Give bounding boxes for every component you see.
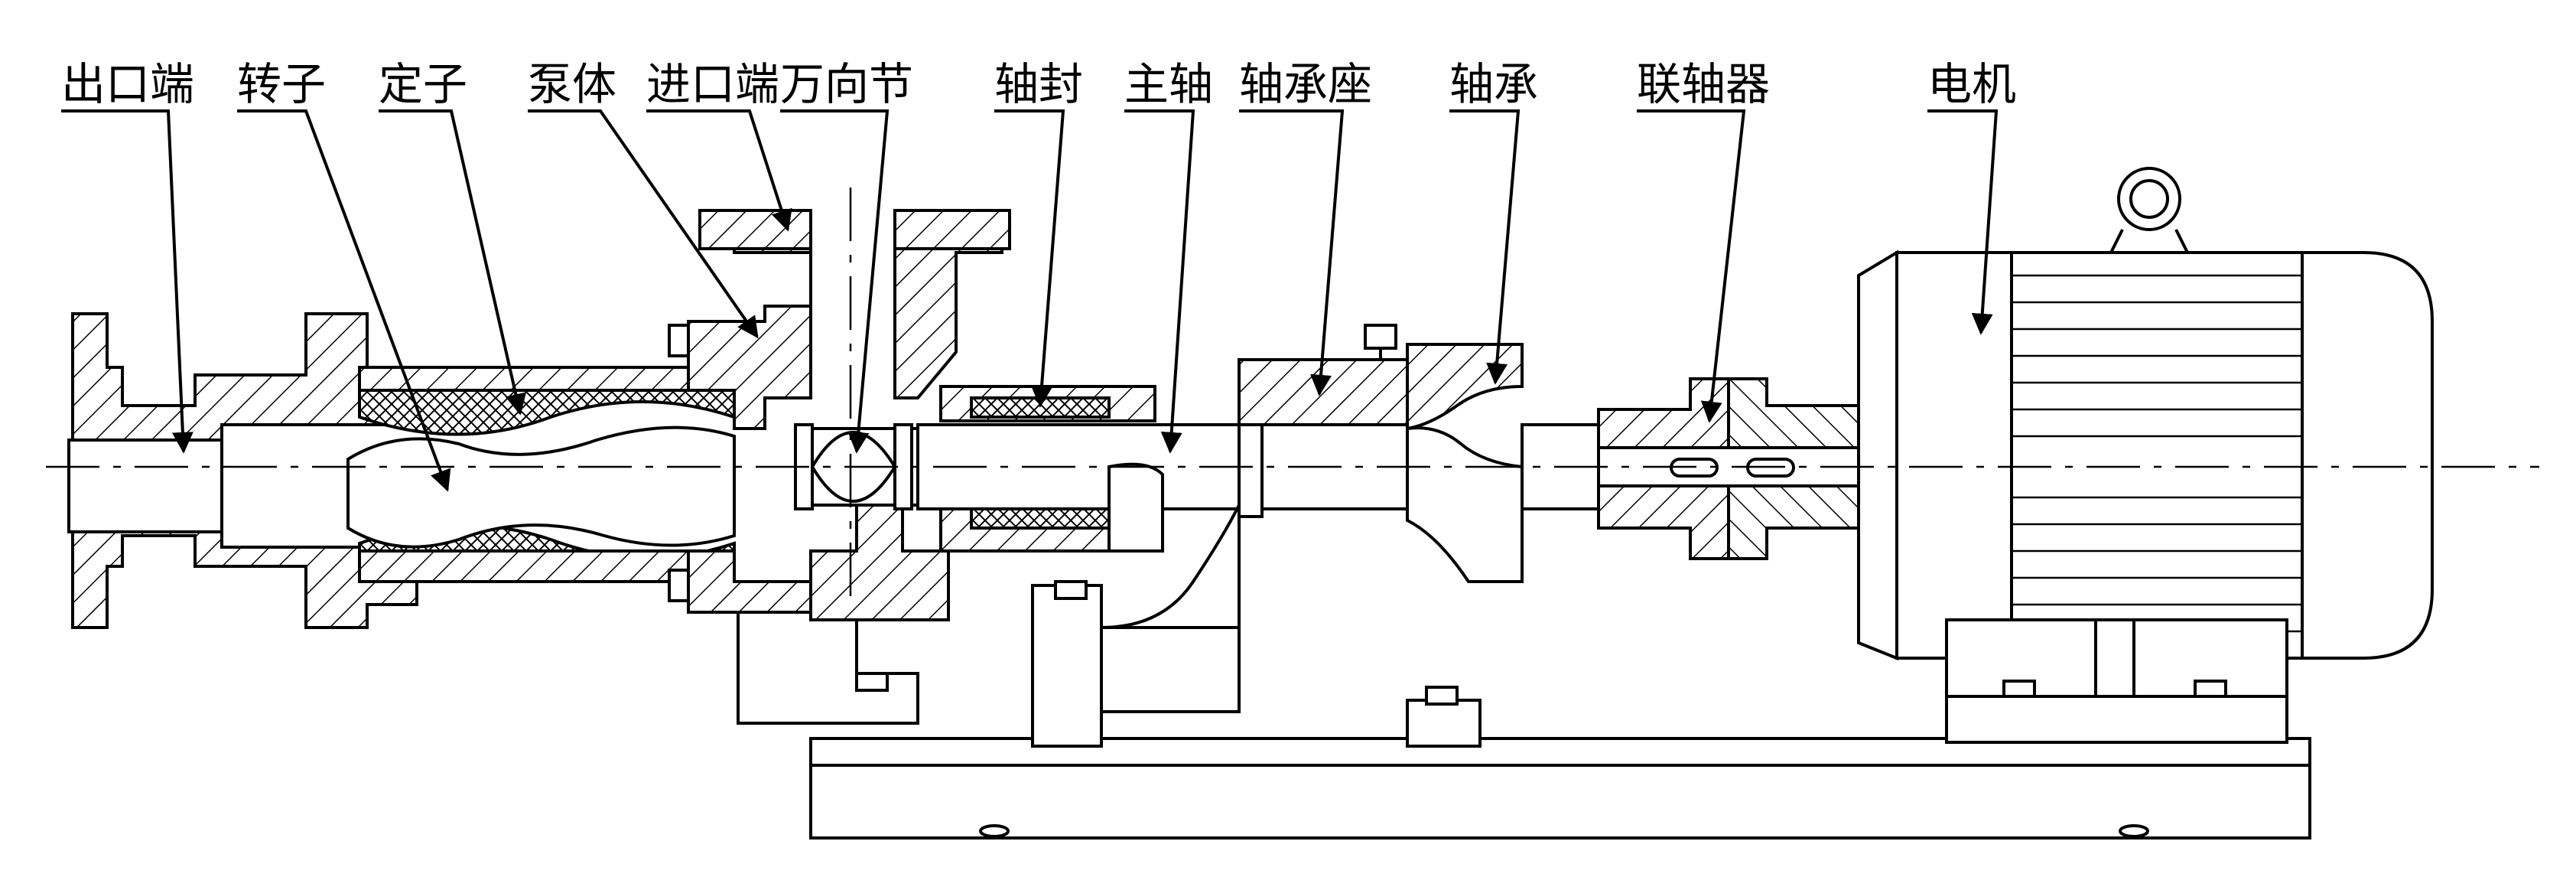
lifting-eye bbox=[2109, 167, 2189, 253]
svg-text:定子: 定子 bbox=[379, 58, 467, 110]
svg-text:泵体: 泵体 bbox=[528, 58, 616, 110]
motor bbox=[1857, 167, 2434, 744]
svg-text:主轴: 主轴 bbox=[1124, 58, 1213, 110]
label-stator: 定子 bbox=[379, 58, 527, 416]
coupling bbox=[1597, 377, 1860, 560]
svg-text:联轴器: 联轴器 bbox=[1637, 58, 1770, 110]
svg-text:电机: 电机 bbox=[1927, 58, 2016, 110]
label-rotor: 转子 bbox=[237, 58, 451, 492]
motor-cooling-fins bbox=[2010, 253, 2304, 658]
label-shaft-seal: 轴封 bbox=[994, 58, 1083, 408]
label-universal-joint: 万向节 bbox=[780, 58, 913, 454]
label-bearing: 轴承 bbox=[1449, 58, 1538, 385]
label-motor: 电机 bbox=[1927, 58, 2016, 335]
svg-text:出口端: 出口端 bbox=[61, 58, 194, 110]
inlet-flange bbox=[698, 209, 1011, 250]
motor-mount bbox=[1945, 618, 2288, 744]
label-coupling: 联轴器 bbox=[1637, 58, 1770, 423]
svg-text:轴承: 轴承 bbox=[1449, 58, 1538, 110]
label-bearing-housing: 轴承座 bbox=[1239, 58, 1372, 396]
label-pump-body: 泵体 bbox=[528, 58, 759, 339]
svg-text:万向节: 万向节 bbox=[780, 58, 913, 110]
label-inlet: 进口端 bbox=[646, 58, 792, 232]
base-frame bbox=[809, 737, 2311, 840]
label-outlet: 出口端 bbox=[61, 58, 194, 454]
svg-text:进口端: 进口端 bbox=[646, 58, 779, 110]
label-main-shaft: 主轴 bbox=[1124, 58, 1213, 454]
rotor bbox=[346, 425, 736, 549]
bearing bbox=[1406, 343, 1524, 583]
svg-text:轴承座: 轴承座 bbox=[1239, 58, 1372, 110]
outlet-flange bbox=[67, 312, 418, 629]
svg-text:转子: 转子 bbox=[237, 58, 326, 110]
svg-text:轴封: 轴封 bbox=[994, 58, 1083, 110]
pump-support bbox=[737, 580, 1482, 748]
